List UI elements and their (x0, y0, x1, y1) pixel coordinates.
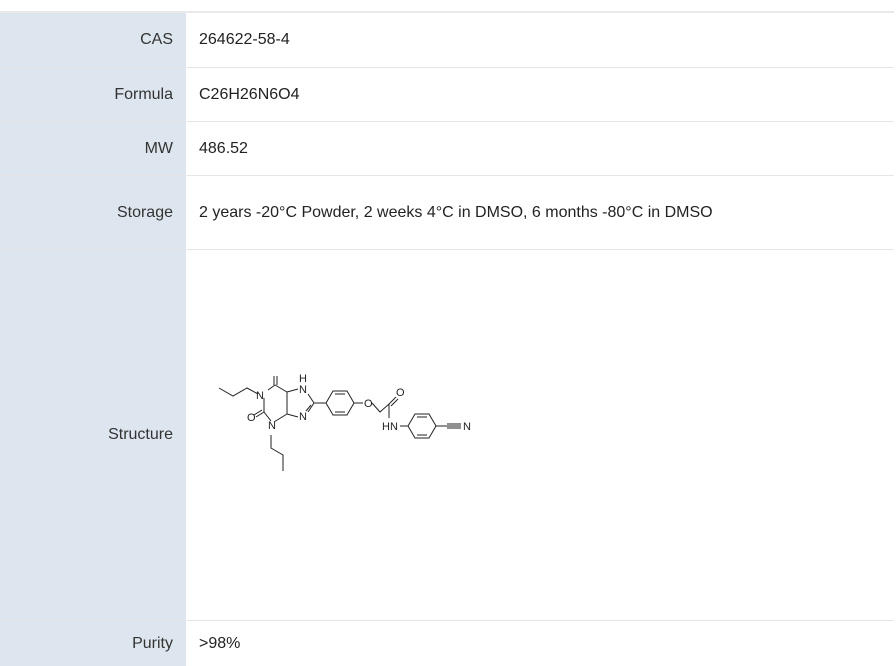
storage-value: 2 years -20°C Powder, 2 weeks 4°C in DMS… (199, 203, 713, 221)
spec-row-mw: MW 486.52 (0, 120, 894, 175)
mw-label: MW (0, 120, 186, 175)
spec-row-storage: Storage 2 years -20°C Powder, 2 weeks 4°… (0, 174, 894, 249)
atom-n-top: N (299, 384, 307, 396)
spec-row-structure: Structure (0, 248, 894, 620)
purity-value: >98% (186, 619, 894, 666)
atom-hn: HN (382, 421, 398, 433)
atom-h-top: H (299, 374, 307, 385)
atom-o-left: O (247, 412, 256, 424)
atom-n3: N (268, 420, 276, 432)
formula-value: C26H26N6O4 (186, 66, 894, 121)
purity-label: Purity (0, 619, 186, 666)
chemical-structure-image: N N O O H N N O O HN N (218, 374, 471, 471)
storage-label: Storage (0, 174, 186, 249)
spec-row-cas: CAS 264622-58-4 (0, 11, 894, 67)
spec-row-formula: Formula C26H26N6O4 (0, 66, 894, 121)
product-spec-table: CAS 264622-58-4 Formula C26H26N6O4 MW 48… (0, 11, 894, 666)
atom-n1: N (256, 390, 264, 402)
formula-label: Formula (0, 66, 186, 121)
mw-value: 486.52 (186, 120, 894, 175)
cas-value: 264622-58-4 (186, 11, 894, 67)
structure-cell: N N O O H N N O O HN N (186, 248, 894, 620)
atom-o-top: O (272, 374, 281, 377)
atom-n-bottom: N (299, 411, 307, 423)
atom-o-amide: O (396, 387, 405, 399)
spec-row-purity: Purity >98% (0, 619, 894, 666)
cas-label: CAS (0, 11, 186, 67)
atom-o-ether: O (364, 398, 373, 410)
storage-value-cell: 2 years -20°C Powder, 2 weeks 4°C in DMS… (186, 174, 894, 249)
structure-label: Structure (0, 248, 186, 620)
atom-n-nitrile: N (463, 421, 471, 433)
